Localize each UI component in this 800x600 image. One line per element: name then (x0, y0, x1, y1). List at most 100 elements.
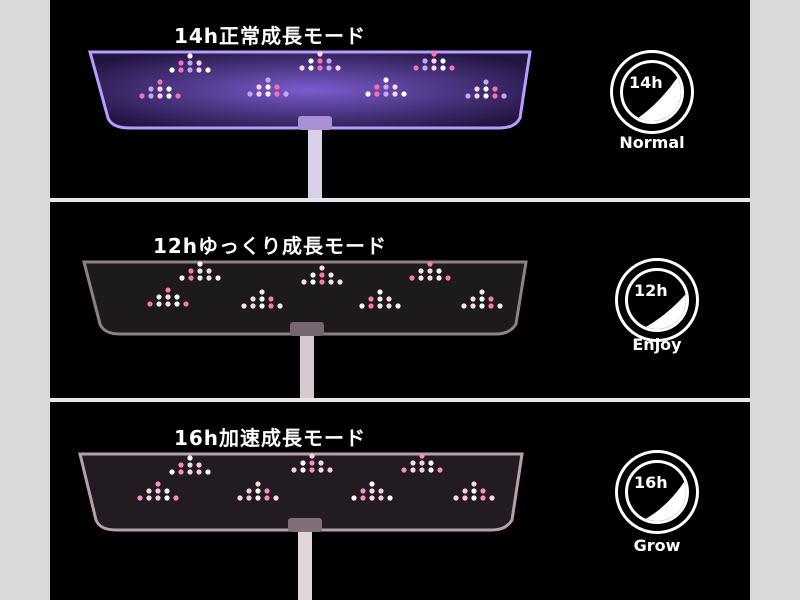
led-dot (250, 296, 256, 302)
led-dot (165, 301, 171, 307)
led-dot (259, 296, 265, 302)
led-dot (175, 93, 181, 99)
led-dot (174, 294, 180, 300)
led-dot (179, 275, 185, 281)
led-dot (471, 495, 477, 501)
led-dot (156, 294, 162, 300)
led-dot (256, 91, 262, 97)
led-dot (205, 67, 211, 73)
led-cluster-group (147, 261, 503, 309)
led-dot (268, 296, 274, 302)
led-dot (155, 495, 161, 501)
led-dot (470, 303, 476, 309)
led-dot (319, 272, 325, 278)
mode-title: 12hゆっくり成長モード (152, 234, 388, 258)
led-dot (365, 91, 371, 97)
mode-title: 14h正常成長モード (173, 24, 367, 48)
led-dot (166, 93, 172, 99)
led-dot (246, 488, 252, 494)
led-dot (479, 289, 485, 295)
led-dot (146, 488, 152, 494)
mode-panel-grow: 16h加速成長モード 16h Grow (50, 402, 750, 600)
led-dot (164, 495, 170, 501)
led-dot (449, 65, 455, 71)
led-dot (169, 67, 175, 73)
led-dot (265, 77, 271, 83)
led-dot (291, 467, 297, 473)
led-dot (453, 495, 459, 501)
led-dot (419, 467, 425, 473)
led-dot (317, 65, 323, 71)
clock-badge-14h: 14h (610, 50, 694, 134)
led-dot (197, 261, 203, 267)
led-dot (178, 462, 184, 468)
led-dot (427, 275, 433, 281)
grow-lamp-image (88, 50, 532, 198)
led-dot (299, 65, 305, 71)
led-dot (187, 455, 193, 461)
led-dot (246, 495, 252, 501)
led-dot (274, 84, 280, 90)
led-dot (368, 303, 374, 309)
led-dot (410, 460, 416, 466)
led-dot (369, 481, 375, 487)
led-dot (428, 467, 434, 473)
led-dot (431, 58, 437, 64)
led-dot (165, 287, 171, 293)
led-dot (479, 303, 485, 309)
led-dot (409, 275, 415, 281)
led-dot (337, 279, 343, 285)
day-portion-icon (641, 479, 686, 521)
led-dot (178, 60, 184, 66)
mode-label: Normal (619, 133, 685, 152)
led-dot (351, 495, 357, 501)
led-dot (492, 86, 498, 92)
clock-badge-12h: 12h (615, 258, 699, 342)
led-dot (164, 488, 170, 494)
led-dot (166, 86, 172, 92)
led-dot (470, 296, 476, 302)
led-dot (165, 294, 171, 300)
led-dot (483, 93, 489, 99)
led-dot (462, 488, 468, 494)
led-dot (255, 495, 261, 501)
led-dot (318, 460, 324, 466)
mode-title: 16h加速成長モード (173, 426, 367, 450)
led-dot (188, 275, 194, 281)
led-dot (137, 495, 143, 501)
led-dot (156, 301, 162, 307)
led-dot (479, 296, 485, 302)
led-dot (474, 86, 480, 92)
led-dot (360, 488, 366, 494)
led-dot (410, 467, 416, 473)
led-dot (273, 495, 279, 501)
led-dot (237, 495, 243, 501)
led-dot (196, 469, 202, 475)
led-dot (418, 268, 424, 274)
led-dot (480, 495, 486, 501)
led-dot (310, 279, 316, 285)
led-dot (474, 93, 480, 99)
led-dot (187, 469, 193, 475)
led-dot (178, 469, 184, 475)
led-dot (205, 469, 211, 475)
led-dot (309, 453, 315, 459)
led-dot (169, 469, 175, 475)
led-dot (326, 58, 332, 64)
led-dot (386, 296, 392, 302)
led-dot (374, 91, 380, 97)
led-dot (413, 65, 419, 71)
led-dot (155, 481, 161, 487)
day-portion-icon (641, 293, 686, 329)
led-dot (148, 93, 154, 99)
led-dot (255, 488, 261, 494)
clock-badge-16h: 16h (615, 450, 699, 534)
led-dot (369, 488, 375, 494)
led-dot (378, 488, 384, 494)
led-dot (427, 261, 433, 267)
led-dot (265, 84, 271, 90)
led-dot (483, 79, 489, 85)
led-dot (147, 301, 153, 307)
led-dot (259, 289, 265, 295)
led-dot (215, 275, 221, 281)
